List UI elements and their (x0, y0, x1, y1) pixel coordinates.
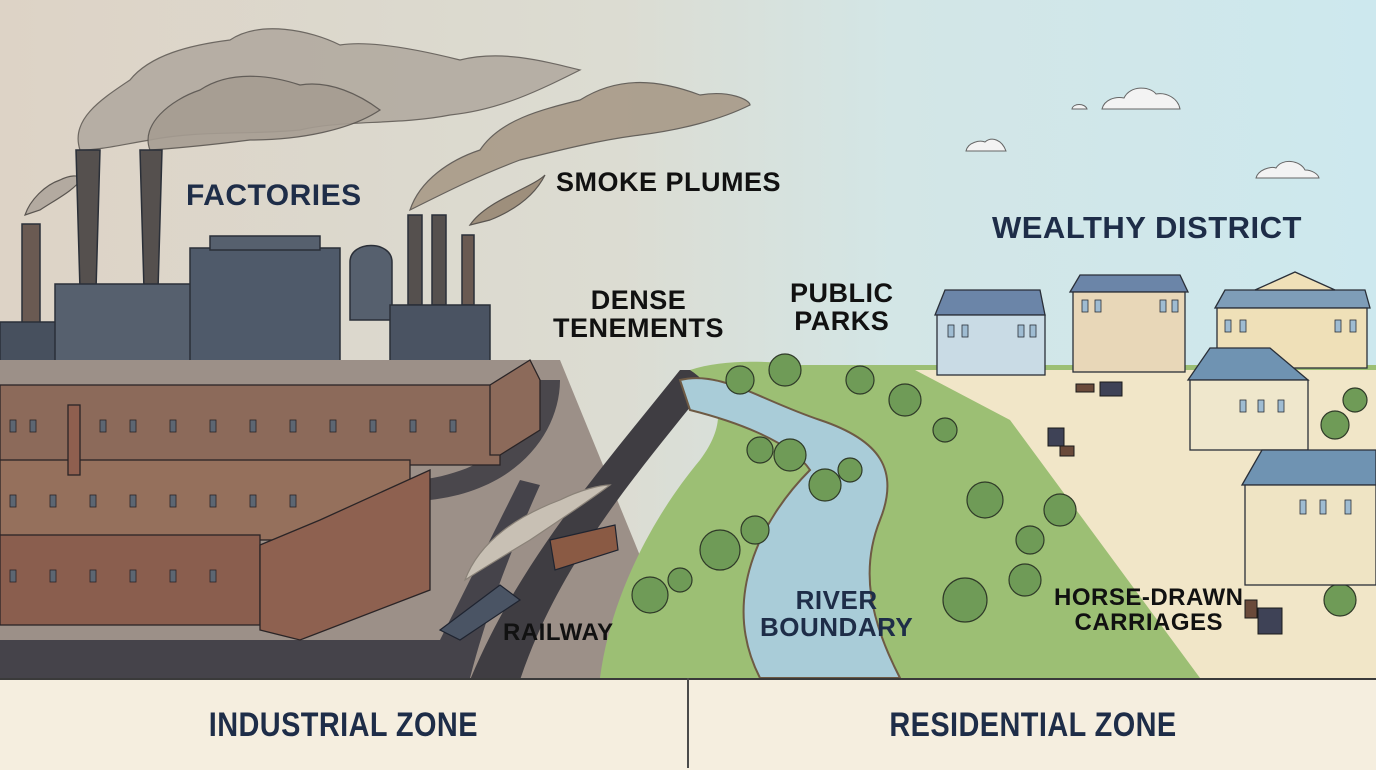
river (678, 377, 902, 678)
city-zones-illustration (0, 0, 1376, 678)
label-wealthy-district: WEALTHY DISTRICT (992, 210, 1302, 245)
label-horse-drawn-carriages: HORSE-DRAWN CARRIAGES (1054, 584, 1244, 637)
smoke-plumes (24, 28, 751, 226)
label-smoke-plumes: SMOKE PLUMES (556, 167, 782, 197)
label-dense-tenements: DENSE TENEMENTS (553, 285, 725, 344)
label-railway: RAILWAY (503, 619, 614, 646)
zone-divider (687, 678, 689, 768)
label-public-parks: PUBLIC PARKS (790, 278, 894, 337)
railway-track (470, 370, 720, 678)
sky-clouds (965, 87, 1320, 179)
label-factories: FACTORIES (186, 179, 362, 212)
illustration-scene (0, 0, 1376, 678)
steam-train (438, 484, 619, 641)
residential-zone-panel: RESIDENTIAL ZONE (689, 680, 1376, 770)
tenement-windows (9, 419, 457, 583)
park-trees (631, 353, 1368, 623)
industrial-zone-panel: INDUSTRIAL ZONE (0, 680, 687, 770)
mansion-windows (947, 299, 1357, 515)
dense-tenements (0, 359, 541, 641)
horse-drawn-carriages (1047, 381, 1283, 635)
label-river-boundary: RIVER BOUNDARY (760, 585, 914, 643)
residential-zone-label: RESIDENTIAL ZONE (888, 705, 1177, 744)
industrial-zone-label: INDUSTRIAL ZONE (208, 705, 479, 744)
